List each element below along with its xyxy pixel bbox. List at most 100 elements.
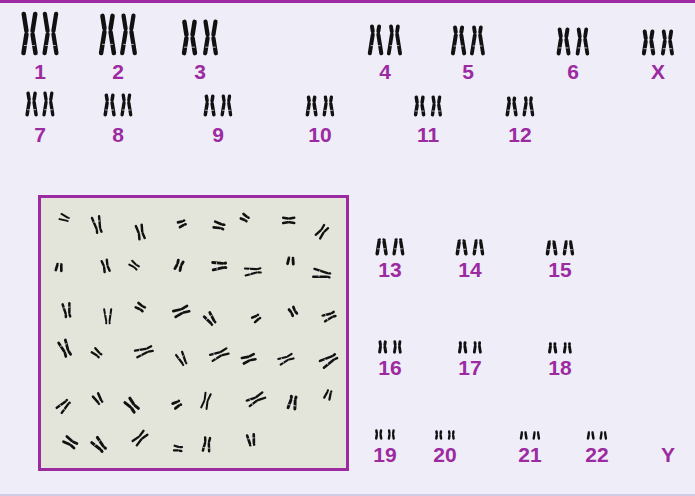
chromatid [182, 310, 191, 314]
chromatid [25, 100, 31, 116]
chromosome [103, 308, 113, 324]
chromatid [529, 96, 533, 102]
chromatid [106, 265, 111, 272]
chromatid [375, 429, 378, 434]
chromosome [505, 96, 518, 117]
chromosome [245, 433, 257, 448]
spread-chromosome [208, 346, 230, 362]
spread-chromosome [201, 436, 212, 453]
chromosome-band [102, 44, 113, 45]
chromatid [178, 265, 182, 272]
chromosome [90, 215, 104, 235]
chromatid [32, 91, 37, 101]
chromosome [282, 216, 296, 224]
chromosome-band [60, 344, 67, 347]
chromosome [220, 94, 232, 117]
chromatid [448, 430, 451, 435]
chromatid [286, 257, 291, 265]
chromatid [323, 391, 329, 400]
chromatid [505, 101, 511, 116]
spread-chromosome [312, 267, 332, 281]
chromatid [545, 241, 551, 255]
chromosome [89, 435, 109, 455]
chromatid [208, 437, 212, 443]
chromatid [472, 25, 477, 34]
chromatid [393, 340, 397, 346]
chromosome [458, 341, 468, 354]
chromatid [319, 231, 326, 240]
chromatid [532, 432, 535, 440]
chromatid [221, 94, 226, 102]
chromosome [201, 436, 212, 453]
chromosome-band [250, 399, 253, 405]
chromatid [60, 264, 63, 272]
chromatid [127, 93, 132, 102]
chromatid [388, 434, 391, 440]
chromosome-band [44, 109, 53, 110]
chromatid [478, 33, 485, 56]
chromatid [393, 345, 397, 353]
chromatid [382, 240, 388, 256]
spread-chromosome [212, 220, 226, 232]
spread-chromosome [90, 215, 104, 235]
chromosome-band [216, 262, 218, 270]
chromosome [21, 11, 38, 55]
chromosome-band [432, 111, 441, 112]
chromatid [395, 32, 402, 55]
chromatid [370, 24, 375, 33]
chromatid [212, 226, 221, 230]
chromatid [583, 37, 590, 55]
chromosome-number: 16 [378, 356, 401, 380]
chromosome-band [578, 47, 588, 48]
spread-chromosome [55, 397, 73, 415]
chromatid [290, 395, 293, 400]
chromosome-band [63, 307, 70, 308]
chromatid [562, 241, 567, 255]
chromatid [379, 434, 382, 440]
chromosome-band [105, 314, 111, 315]
chromosome [131, 429, 150, 447]
chromatid [323, 315, 333, 323]
chromosome-number: 17 [458, 356, 481, 380]
chromosome [431, 95, 443, 117]
chromatid [244, 267, 258, 270]
chromosome [202, 310, 218, 327]
chromatid [42, 11, 50, 33]
chromatid [479, 240, 485, 255]
chromosome-band [205, 47, 216, 48]
chromosome [54, 262, 64, 272]
chromatid [435, 434, 438, 440]
chromatid [91, 395, 99, 404]
chromatid [524, 96, 528, 102]
chromatid [569, 241, 574, 255]
chromatid [200, 400, 206, 409]
chromatid [568, 345, 572, 354]
chromosome-band [60, 405, 65, 410]
chromatid [174, 311, 184, 318]
chromosome-number: X [651, 60, 665, 84]
chromatid [473, 345, 477, 354]
chromatid [537, 432, 540, 440]
chromatid [100, 13, 107, 31]
chromatid [60, 403, 70, 415]
chromatid [248, 399, 258, 407]
chromatid [556, 37, 563, 55]
chromatid [398, 340, 402, 346]
chromatid [134, 306, 141, 311]
chromatid [472, 240, 478, 255]
chromosome-band [324, 110, 333, 111]
chromosome [171, 398, 184, 410]
chromatid [564, 37, 571, 55]
spread-chromosome [321, 309, 338, 323]
chromosome [134, 301, 147, 314]
chromatid [30, 32, 38, 56]
chromatid [108, 308, 112, 322]
spread-chromosome [123, 396, 142, 415]
chromatid [453, 25, 458, 34]
chromosome-band [307, 110, 316, 111]
chromatid [90, 351, 98, 357]
chromatid [552, 241, 558, 255]
chromosome [120, 13, 137, 55]
chromosome-pairs [21, 11, 674, 440]
chromosome [244, 266, 263, 277]
